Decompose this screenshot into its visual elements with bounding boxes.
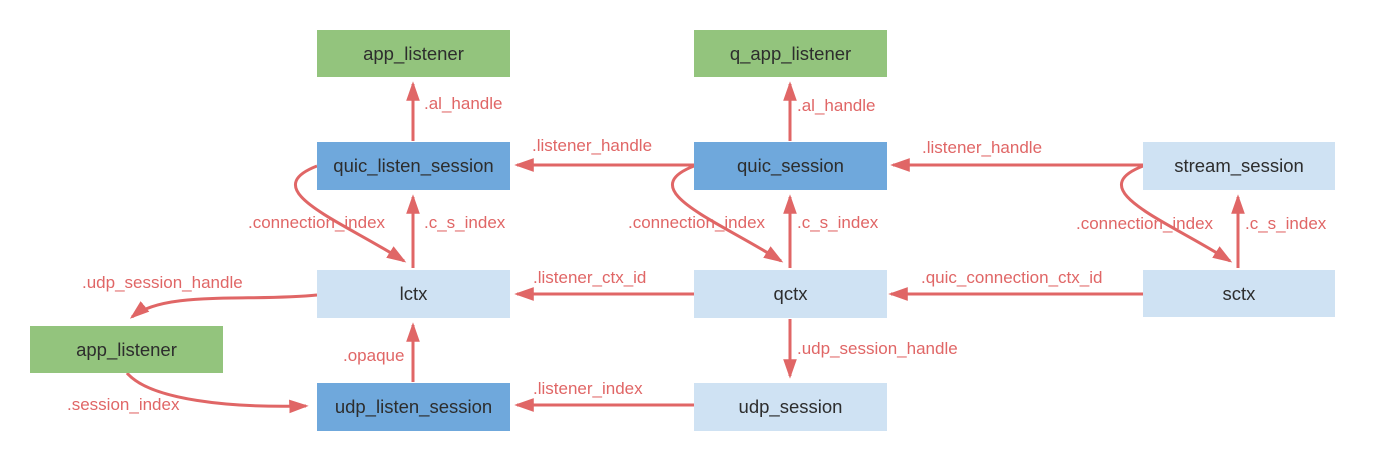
node-quic-listen-session: quic_listen_session: [317, 142, 510, 190]
node-app-listener-top: app_listener: [317, 30, 510, 77]
edge-label-udp-session-handle-left: .udp_session_handle: [82, 273, 243, 292]
node-stream-session: stream_session: [1143, 142, 1335, 190]
edge-label-connection-index-mid: .connection_index: [628, 213, 766, 232]
edge-label-c-s-index-right: .c_s_index: [1245, 214, 1327, 233]
node-app-listener-bottom: app_listener: [30, 326, 223, 373]
edge-label-c-s-index-left: .c_s_index: [424, 213, 506, 232]
node-q-app-listener: q_app_listener: [694, 30, 887, 77]
edge-label-connection-index-right: .connection_index: [1076, 214, 1214, 233]
edge-label-opaque: .opaque: [343, 346, 405, 365]
edge-label-listener-index: .listener_index: [533, 379, 643, 398]
node-udp-listen-session: udp_listen_session: [317, 383, 510, 431]
edge-label-quic-connection-ctx-id: .quic_connection_ctx_id: [921, 268, 1103, 287]
node-udp-session: udp_session: [694, 383, 887, 431]
edge-label-listener-ctx-id: .listener_ctx_id: [533, 268, 647, 287]
edge-label-listener-handle-right: .listener_handle: [922, 138, 1043, 157]
edge-label-session-index: .session_index: [67, 395, 180, 414]
edge-label-al-handle-left: .al_handle: [424, 94, 503, 113]
edge-label-listener-handle-left: .listener_handle: [532, 136, 653, 155]
arrow-udp-session-handle-left: [129, 293, 318, 319]
node-qctx: qctx: [694, 270, 887, 318]
node-sctx: sctx: [1143, 270, 1335, 317]
edge-label-c-s-index-mid: .c_s_index: [797, 213, 879, 232]
edge-label-al-handle-mid: .al_handle: [797, 96, 876, 115]
edge-label-connection-index-left: .connection_index: [248, 213, 386, 232]
node-lctx: lctx: [317, 270, 510, 318]
edge-label-udp-session-handle-mid: .udp_session_handle: [797, 339, 958, 358]
node-quic-session: quic_session: [694, 142, 887, 190]
